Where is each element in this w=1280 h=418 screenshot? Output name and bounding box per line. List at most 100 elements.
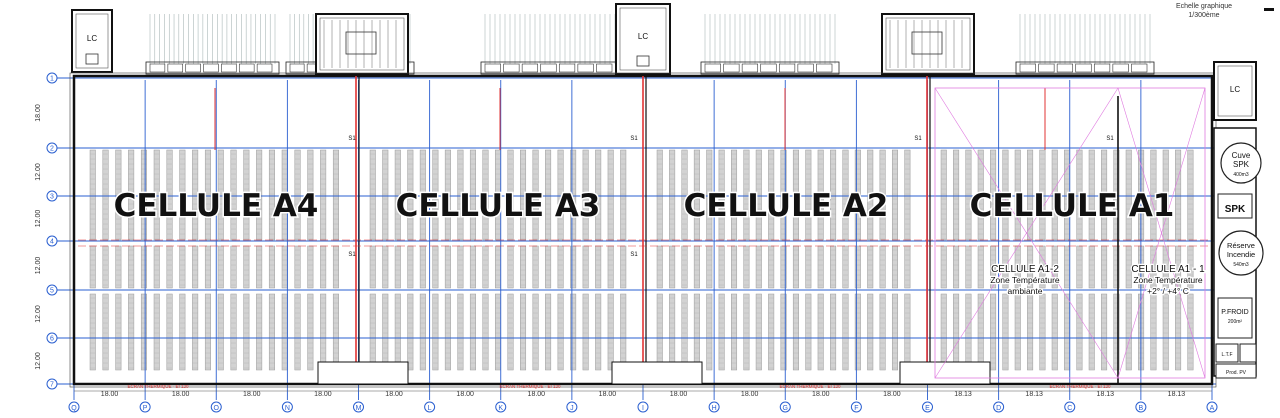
rack bbox=[102, 245, 109, 289]
grid-col-bubble bbox=[1135, 401, 1147, 413]
dock-door bbox=[577, 63, 594, 73]
grid-col-label: G bbox=[783, 405, 788, 412]
rack bbox=[904, 293, 911, 371]
rack bbox=[706, 245, 713, 289]
rack bbox=[557, 293, 564, 371]
rack bbox=[1175, 149, 1182, 241]
door-tag: S1 bbox=[630, 136, 638, 142]
zone-diagonal bbox=[934, 87, 1119, 379]
dock-door bbox=[185, 63, 201, 73]
rack bbox=[879, 293, 886, 371]
rack bbox=[805, 245, 812, 289]
rack bbox=[507, 293, 514, 371]
rack bbox=[965, 245, 972, 289]
rack bbox=[1088, 245, 1095, 289]
rack bbox=[482, 293, 489, 371]
rack bbox=[545, 149, 552, 241]
dock-door bbox=[1038, 63, 1055, 73]
grid-col-bubble bbox=[210, 401, 222, 413]
grid-row-bubble bbox=[46, 378, 58, 390]
zone-label-a1-2: ambiante bbox=[1008, 286, 1043, 296]
rack bbox=[830, 293, 837, 371]
grid-col-label: L bbox=[428, 405, 432, 412]
rack bbox=[940, 245, 947, 289]
rack bbox=[953, 245, 960, 289]
dock-door bbox=[760, 63, 777, 73]
rack bbox=[1076, 245, 1083, 289]
aux-room bbox=[1239, 343, 1257, 363]
rack bbox=[1125, 293, 1132, 371]
rack bbox=[891, 293, 898, 371]
rack bbox=[102, 293, 109, 371]
rack bbox=[731, 245, 738, 289]
rack bbox=[607, 149, 614, 241]
grid-col-label: M bbox=[356, 405, 362, 412]
rack bbox=[780, 293, 787, 371]
grid-row-label: 2 bbox=[50, 146, 54, 153]
ltf-label: L.T.F bbox=[1221, 352, 1232, 358]
grid-col-bubble bbox=[708, 401, 720, 413]
zone-diagonal bbox=[1117, 87, 1206, 379]
rack bbox=[669, 293, 676, 371]
rack bbox=[419, 293, 426, 371]
dock-door bbox=[484, 63, 501, 73]
rack bbox=[332, 293, 339, 371]
rack bbox=[706, 293, 713, 371]
rack bbox=[1051, 245, 1058, 289]
rack bbox=[1076, 293, 1083, 371]
loading-notch bbox=[611, 361, 703, 385]
dock-door bbox=[221, 63, 237, 73]
rack bbox=[842, 293, 849, 371]
rack bbox=[1187, 293, 1194, 371]
rack bbox=[217, 245, 224, 289]
rack bbox=[204, 245, 211, 289]
grid-col-bubble bbox=[139, 401, 151, 413]
rack bbox=[1175, 293, 1182, 371]
rack bbox=[990, 293, 997, 371]
zone-label-a1-1: CELLULE A1 - 1 bbox=[1131, 264, 1205, 275]
rack bbox=[940, 149, 947, 241]
grid-col-label: F bbox=[854, 405, 858, 412]
bay-dimension: 18.00 bbox=[172, 391, 190, 398]
annex-inner bbox=[75, 13, 109, 69]
rack bbox=[607, 245, 614, 289]
rack bbox=[854, 293, 861, 371]
rack bbox=[854, 245, 861, 289]
cold-plant-label: P.FROID bbox=[1221, 309, 1249, 316]
grid-col-bubble bbox=[424, 401, 436, 413]
door-tag: S1 bbox=[630, 252, 638, 258]
rack bbox=[494, 245, 501, 289]
annex-inner bbox=[885, 17, 971, 71]
dock-door bbox=[1131, 63, 1148, 73]
grid-col-label: K bbox=[498, 405, 503, 412]
rack bbox=[115, 245, 122, 289]
dock-door bbox=[1075, 63, 1092, 73]
rack bbox=[582, 293, 589, 371]
bay-dimension: 18.13 bbox=[1097, 391, 1115, 398]
rack bbox=[953, 149, 960, 241]
facade-dock bbox=[700, 61, 840, 75]
rack bbox=[891, 245, 898, 289]
rack bbox=[444, 293, 451, 371]
pv-label: Prod. PV bbox=[1226, 370, 1247, 376]
bay-dimension: 18.00 bbox=[243, 391, 261, 398]
rack bbox=[382, 149, 389, 241]
bay-dimension: 18.00 bbox=[670, 391, 688, 398]
rack bbox=[743, 149, 750, 241]
rack bbox=[332, 149, 339, 241]
rack bbox=[620, 149, 627, 241]
rack bbox=[320, 293, 327, 371]
row-dimension: 12.00 bbox=[35, 352, 42, 370]
reserve-label: Incendie bbox=[1227, 250, 1255, 259]
grid-row-label: 4 bbox=[50, 239, 54, 246]
rack bbox=[656, 149, 663, 241]
grid-col-bubble bbox=[353, 401, 364, 413]
rack bbox=[457, 149, 464, 241]
bay-dimension: 18.00 bbox=[101, 391, 119, 398]
rack bbox=[369, 149, 376, 241]
bay-dimension: 18.13 bbox=[1168, 391, 1186, 398]
cell-label-a3: CELLULE A3 bbox=[396, 188, 601, 224]
rack bbox=[620, 245, 627, 289]
rack bbox=[520, 245, 527, 289]
rack bbox=[1150, 149, 1157, 241]
